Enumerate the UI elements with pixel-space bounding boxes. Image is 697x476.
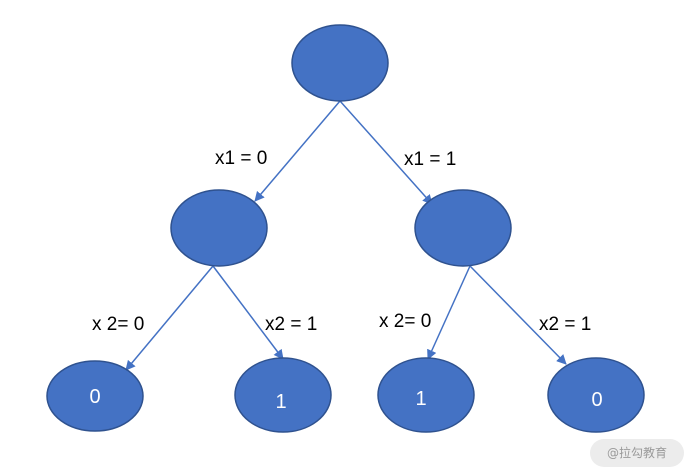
node-right-right-shape <box>547 357 645 433</box>
edge-left-left-left <box>125 265 214 371</box>
node-right-right: 0 <box>547 357 645 433</box>
edge-right-right-left <box>427 265 471 360</box>
watermark-badge: @拉勾教育 <box>590 439 684 467</box>
node-right <box>414 189 512 267</box>
node-right-left: 1 <box>377 357 475 433</box>
edge-label-left-left: x 2= 0 <box>92 314 144 335</box>
node-right-shape <box>414 189 512 267</box>
edge-labels-group: x1 = 0 x1 = 1 x 2= 0 x2 = 1 x 2= 0 x2 = … <box>92 148 591 335</box>
node-left-left-shape <box>46 360 144 432</box>
node-right-left-shape <box>377 357 475 433</box>
node-left-right-label: 1 <box>275 391 286 413</box>
edge-root-right <box>339 100 433 205</box>
node-left <box>170 189 268 267</box>
node-left-left-label: 0 <box>89 386 100 408</box>
node-root-shape <box>291 24 389 102</box>
edge-label-left-right: x2 = 1 <box>265 314 317 335</box>
node-right-right-label: 0 <box>591 389 602 411</box>
edge-label-root-right: x1 = 1 <box>404 149 456 170</box>
node-right-left-label: 1 <box>415 388 426 410</box>
node-left-right: 1 <box>234 357 332 433</box>
node-left-right-shape <box>234 357 332 433</box>
node-left-left: 0 <box>46 360 144 432</box>
edge-root-left <box>254 100 341 202</box>
edges-group <box>125 100 567 371</box>
edge-left-left-right <box>212 265 284 360</box>
node-left-shape <box>170 189 268 267</box>
edge-label-right-right: x2 = 1 <box>539 314 591 335</box>
edge-right-right-right <box>469 265 567 365</box>
edge-label-right-left: x 2= 0 <box>379 311 431 332</box>
edge-label-root-left: x1 = 0 <box>215 148 267 169</box>
node-root <box>291 24 389 102</box>
